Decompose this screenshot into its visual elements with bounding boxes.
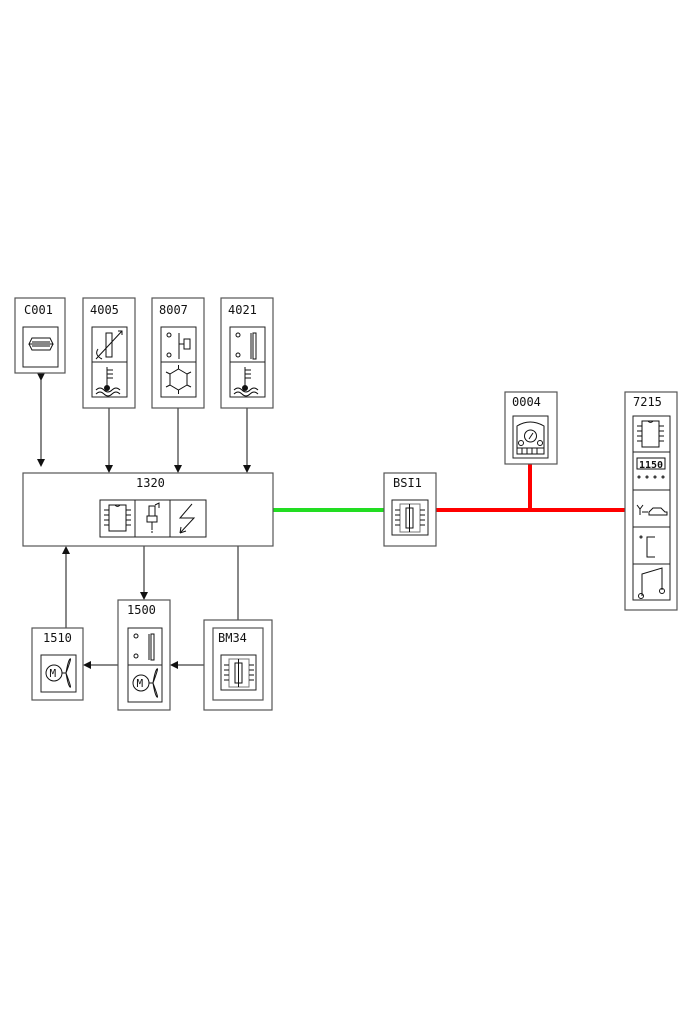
module-1320-engine-ecu[interactable]: 1320 <box>22 472 274 547</box>
module-bsi1[interactable]: BSI1 <box>383 472 437 547</box>
fuse-box-icon <box>391 499 429 536</box>
fan-motor-icon <box>40 654 77 693</box>
module-4005[interactable]: 4005 <box>82 297 136 409</box>
module-label: 8007 <box>159 303 188 317</box>
diagnostic-connector-icon <box>22 326 59 368</box>
injector-icon <box>134 499 171 538</box>
module-label: 4021 <box>228 303 257 317</box>
bracket-icon <box>632 526 671 565</box>
module-7215-multifunction-display[interactable]: 7215 1150 <box>624 391 678 611</box>
module-label: 4005 <box>90 303 119 317</box>
module-label: BM34 <box>218 631 247 645</box>
pressure-switch-icon <box>160 326 197 363</box>
module-bm34[interactable]: BM34 <box>203 619 273 711</box>
sensor-variable-icon <box>91 326 128 363</box>
ecu-chip-icon <box>99 499 136 538</box>
module-label: C001 <box>24 303 53 317</box>
fan-motor-icon <box>127 664 163 703</box>
display-readout: 1150 <box>639 460 663 471</box>
coolant-temperature-icon <box>229 361 266 398</box>
snowflake-icon <box>160 361 197 398</box>
buzzer-note-icon <box>632 563 671 601</box>
fuse-box-icon <box>220 654 257 691</box>
connections <box>37 373 625 669</box>
module-1500[interactable]: 1500 <box>117 599 171 711</box>
module-1510[interactable]: 1510 <box>31 627 84 701</box>
module-0004-instrument-panel[interactable]: 0004 <box>504 391 558 465</box>
relay-switch-icon <box>127 627 163 666</box>
display-icon: 1150 <box>632 451 671 491</box>
module-8007[interactable]: 8007 <box>151 297 205 409</box>
key-car-icon <box>632 489 671 528</box>
module-c001[interactable]: C001 <box>14 297 66 374</box>
coolant-temperature-icon <box>91 361 128 398</box>
chip-icon <box>632 415 671 453</box>
module-label: 7215 <box>633 395 662 409</box>
module-label: 1320 <box>136 476 165 490</box>
module-4021[interactable]: 4021 <box>220 297 274 409</box>
module-label: 0004 <box>512 395 541 409</box>
module-label: BSI1 <box>393 476 422 490</box>
thermal-switch-icon <box>229 326 266 363</box>
module-label: 1500 <box>127 603 156 617</box>
instrument-cluster-icon <box>512 415 549 459</box>
module-label: 1510 <box>43 631 72 645</box>
ignition-bolt-icon <box>169 499 207 538</box>
